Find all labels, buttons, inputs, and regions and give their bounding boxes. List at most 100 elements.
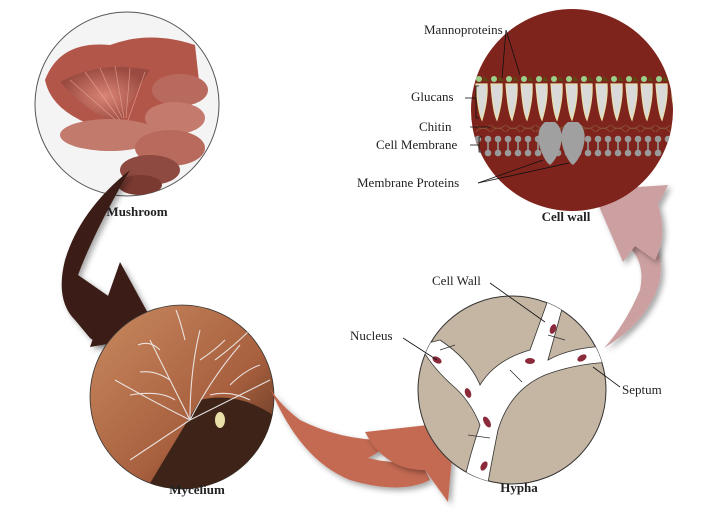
mannoprotein-triangle <box>678 76 684 81</box>
arrow-head-hypha-to-cell-wall <box>592 185 668 262</box>
mannoprotein-triangle <box>588 76 594 81</box>
cell-wall-brackets <box>465 29 570 184</box>
glucans-layer <box>475 83 673 122</box>
mannoprotein-dot <box>611 76 617 82</box>
chitin-fiber <box>475 124 491 133</box>
membrane-proteins-label: Membrane Proteins <box>357 175 459 190</box>
lipid-tail <box>507 141 509 151</box>
mannoprotein-dot <box>476 76 482 82</box>
membrane-protein <box>561 122 585 165</box>
mushroom-label: Mushroom <box>106 204 167 219</box>
lipid-tail <box>587 141 589 151</box>
mushroom-panel: Mushroom <box>34 11 220 219</box>
mannoprotein-triangle <box>558 76 564 81</box>
lipid-head <box>594 135 602 143</box>
lipid-head <box>584 135 592 143</box>
lipid-head <box>484 135 492 143</box>
chitin-fiber <box>505 124 521 133</box>
lipid-head <box>494 149 502 157</box>
mannoprotein-dot <box>506 76 512 82</box>
lipid-head <box>514 149 522 157</box>
mannoprotein-triangle <box>528 76 534 81</box>
nucleus <box>483 416 491 428</box>
arrow-mushroom-to-mycelium <box>61 170 150 345</box>
hypha-panel: Cell Wall Nucleus Septum Hypha <box>350 273 662 495</box>
mannoprotein-dot <box>581 76 587 82</box>
mycelium-label: Mycelium <box>169 482 225 497</box>
mannoprotein-dot <box>491 76 497 82</box>
lipid-head <box>654 135 662 143</box>
cell-wall-title: Cell wall <box>542 209 591 224</box>
lipid-head <box>614 135 622 143</box>
nucleus <box>480 461 488 471</box>
cell-membrane-label: Cell Membrane <box>376 137 457 152</box>
arrow-mycelium-to-hypha <box>270 388 430 488</box>
lipid-tail <box>617 141 619 151</box>
lipid-head <box>634 135 642 143</box>
glucan-strand <box>595 83 608 122</box>
lipid-tail <box>637 141 639 151</box>
lipid-head <box>514 135 522 143</box>
lipid-head <box>604 135 612 143</box>
chitin-fiber <box>520 124 536 133</box>
chitin-label: Chitin <box>419 119 452 134</box>
chitin-fiber <box>640 124 656 133</box>
lipid-head <box>474 149 482 157</box>
chitin-fiber <box>670 124 673 133</box>
nucleus <box>525 358 535 364</box>
lipid-head <box>644 135 652 143</box>
mannoprotein-triangle <box>603 76 609 81</box>
arrow-head-mycelium-to-hypha <box>365 422 455 502</box>
lipid-tail <box>497 141 499 151</box>
lipid-head <box>494 135 502 143</box>
glucan-strand <box>520 83 533 122</box>
mannoprotein-dot <box>551 76 557 82</box>
lipid-head <box>584 149 592 157</box>
hypha-leader-lines <box>402 282 621 388</box>
lipid-head <box>644 149 652 157</box>
mannoprotein-dot <box>656 76 662 82</box>
mannoprotein-triangle <box>648 76 654 81</box>
mannoprotein-dot <box>536 76 542 82</box>
hypha-cell-wall-label: Cell Wall <box>432 273 481 288</box>
glucan-strand <box>610 83 623 122</box>
mannoprotein-triangle <box>663 76 669 81</box>
hypha-illustration <box>419 297 606 484</box>
lipid-tail <box>647 141 649 151</box>
lipid-tail <box>607 141 609 151</box>
lipid-head <box>534 149 542 157</box>
nucleus <box>549 324 557 334</box>
lipid-head <box>524 149 532 157</box>
mannoprotein-triangle <box>483 76 489 81</box>
glucan-strand <box>580 83 593 122</box>
lipid-head <box>504 149 512 157</box>
glucan-strand <box>475 83 488 122</box>
lipid-head <box>664 149 672 157</box>
lipid-head <box>604 149 612 157</box>
lipid-head <box>614 149 622 157</box>
mannoproteins-label: Mannoproteins <box>424 22 503 37</box>
lipid-tail <box>597 141 599 151</box>
lipid-tail <box>527 141 529 151</box>
glucan-strand <box>535 83 548 122</box>
hypha-septum-label: Septum <box>622 382 662 397</box>
glucan-strand <box>565 83 578 122</box>
glucan-strand <box>625 83 638 122</box>
chitin-fiber <box>655 124 671 133</box>
arrow-hypha-to-cell-wall <box>604 228 661 348</box>
lipid-head <box>504 135 512 143</box>
nucleus <box>577 354 587 362</box>
mannoprotein-triangle <box>573 76 579 81</box>
lipid-tail <box>667 141 669 151</box>
glucan-strand <box>640 83 653 122</box>
lipid-tail <box>677 141 679 151</box>
lipid-tail <box>477 141 479 151</box>
lipid-head <box>675 136 682 143</box>
lipid-tail <box>627 141 629 151</box>
lipid-head <box>624 135 632 143</box>
lipid-tail <box>657 141 659 151</box>
lipid-tail <box>537 141 539 151</box>
lipid-head <box>624 149 632 157</box>
lipid-head <box>675 150 682 157</box>
lipid-head <box>524 135 532 143</box>
